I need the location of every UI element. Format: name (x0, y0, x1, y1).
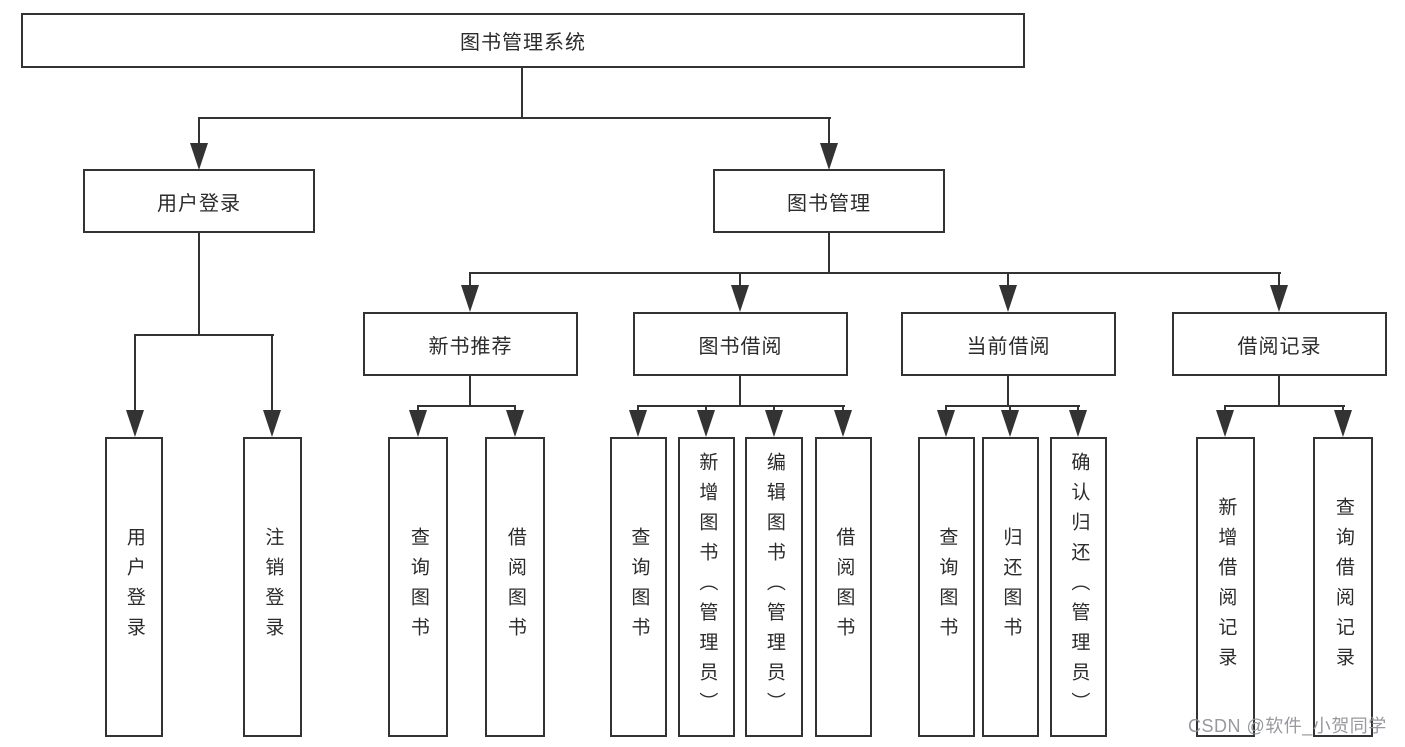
connector-line (637, 405, 845, 407)
connector-line (1009, 405, 1011, 413)
connector-line (828, 233, 830, 274)
leaf-bb-edit-book: 编辑图书（管理员） (745, 437, 803, 737)
arrow-down-icon (263, 410, 281, 437)
leaf-br-query-record-label: 查询借阅记录 (1332, 497, 1354, 677)
connector-line (739, 272, 741, 287)
node-book-borrow-label: 图书借阅 (698, 335, 783, 358)
node-book-borrow: 图书借阅 (633, 312, 848, 376)
leaf-cb-return-book: 归还图书 (982, 437, 1039, 737)
leaf-rec-query-book-label: 查询图书 (407, 527, 429, 647)
arrow-down-icon (1216, 410, 1234, 437)
connector-line (828, 117, 830, 144)
leaf-logout: 注销登录 (243, 437, 302, 737)
connector-line (945, 405, 947, 413)
leaf-cb-query-book: 查询图书 (918, 437, 975, 737)
connector-line (1007, 376, 1009, 407)
node-user-login: 用户登录 (83, 169, 315, 233)
arrow-down-icon (461, 285, 479, 312)
leaf-cb-confirm-return: 确认归还（管理员） (1050, 437, 1107, 737)
arrow-down-icon (126, 410, 144, 437)
connector-line (198, 117, 831, 119)
leaf-bb-query-book: 查询图书 (610, 437, 667, 737)
leaf-bb-edit-book-label: 编辑图书（管理员） (763, 452, 785, 722)
leaf-cb-return-book-label: 归还图书 (1000, 527, 1022, 647)
connector-line (198, 117, 200, 144)
connector-line (842, 405, 844, 413)
connector-line (521, 68, 523, 118)
node-user-login-label: 用户登录 (157, 192, 241, 215)
node-root-label: 图书管理系统 (460, 32, 586, 54)
leaf-bb-add-book-label: 新增图书（管理员） (696, 452, 718, 722)
connector-line (1077, 405, 1079, 413)
connector-line (945, 405, 1080, 407)
connector-line (417, 405, 419, 413)
connector-line (1278, 272, 1280, 287)
connector-line (1224, 405, 1345, 407)
arrow-down-icon (1069, 410, 1087, 437)
connector-line (1342, 405, 1344, 413)
node-root: 图书管理系统 (21, 13, 1025, 68)
node-borrow-records-label: 借阅记录 (1237, 335, 1322, 358)
connector-line (134, 334, 274, 336)
connector-line (198, 233, 200, 336)
leaf-logout-label: 注销登录 (262, 527, 284, 647)
node-borrow-records: 借阅记录 (1172, 312, 1387, 376)
leaf-bb-borrow-book: 借阅图书 (815, 437, 872, 737)
node-book-mgmt: 图书管理 (713, 169, 945, 233)
leaf-rec-query-book: 查询图书 (388, 437, 448, 737)
leaf-user-login-label: 用户登录 (123, 527, 145, 647)
leaf-cb-query-book-label: 查询图书 (936, 527, 958, 647)
leaf-rec-borrow-book: 借阅图书 (485, 437, 545, 737)
connector-line (514, 405, 516, 413)
node-current-borrow: 当前借阅 (901, 312, 1116, 376)
node-book-mgmt-label: 图书管理 (787, 192, 871, 215)
leaf-cb-confirm-return-label: 确认归还（管理员） (1068, 452, 1090, 722)
arrow-down-icon (629, 410, 647, 437)
node-new-book-rec-label: 新书推荐 (428, 335, 513, 358)
arrow-down-icon (765, 410, 783, 437)
arrow-down-icon (834, 410, 852, 437)
arrow-down-icon (409, 410, 427, 437)
arrow-down-icon (1334, 410, 1352, 437)
arrow-down-icon (1270, 285, 1288, 312)
arrow-down-icon (731, 285, 749, 312)
connector-line (469, 272, 471, 287)
arrow-down-icon (697, 410, 715, 437)
leaf-br-add-record-label: 新增借阅记录 (1215, 497, 1237, 677)
node-current-borrow-label: 当前借阅 (966, 335, 1051, 358)
connector-line (134, 334, 136, 411)
connector-line (417, 405, 516, 407)
arrow-down-icon (1001, 410, 1019, 437)
leaf-user-login: 用户登录 (105, 437, 163, 737)
arrow-down-icon (506, 410, 524, 437)
node-new-book-rec: 新书推荐 (363, 312, 578, 376)
connector-line (271, 334, 273, 411)
connector-line (469, 272, 1281, 274)
leaf-bb-borrow-book-label: 借阅图书 (833, 527, 855, 647)
watermark-text: CSDN @软件_小贺同学 (1188, 716, 1387, 736)
connector-line (739, 376, 741, 407)
leaf-br-query-record: 查询借阅记录 (1313, 437, 1373, 737)
arrow-down-icon (820, 143, 838, 170)
connector-line (1224, 405, 1226, 413)
connector-line (1007, 272, 1009, 287)
connector-line (1278, 376, 1280, 407)
connector-line (469, 376, 471, 407)
arrow-down-icon (190, 143, 208, 170)
connector-line (705, 405, 707, 413)
leaf-br-add-record: 新增借阅记录 (1196, 437, 1255, 737)
connector-line (637, 405, 639, 413)
leaf-bb-query-book-label: 查询图书 (628, 527, 650, 647)
connector-line (773, 405, 775, 413)
leaf-bb-add-book: 新增图书（管理员） (678, 437, 735, 737)
leaf-rec-borrow-book-label: 借阅图书 (504, 527, 526, 647)
arrow-down-icon (999, 285, 1017, 312)
arrow-down-icon (937, 410, 955, 437)
